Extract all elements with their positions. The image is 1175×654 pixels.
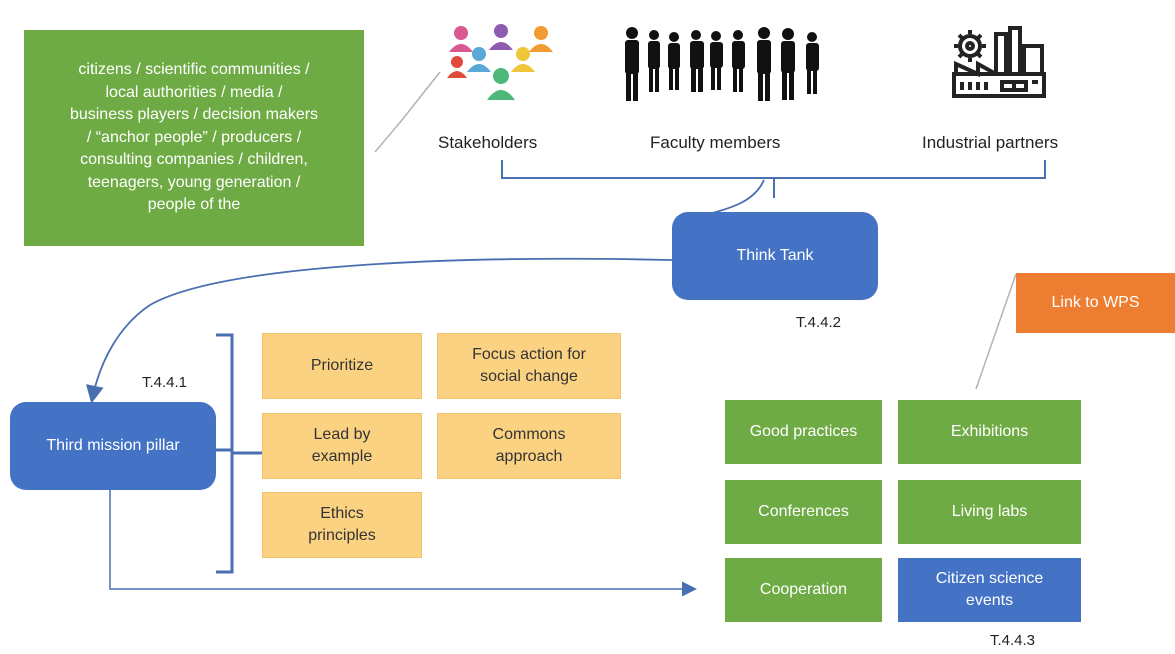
activities-code: T.4.4.3 <box>990 632 1036 649</box>
pillar-code: T.4.4.1 <box>142 374 188 391</box>
stakeholders-label: Stakeholders <box>438 133 538 152</box>
commons-approach-box: Commons approach <box>437 413 621 479</box>
cooperation-label: Cooperation <box>759 581 848 598</box>
conferences-box: Conferences <box>725 480 882 544</box>
living-labs-label: Living labs <box>951 503 1028 520</box>
faculty-label: Faculty members <box>650 133 781 152</box>
exhibitions-label: Exhibitions <box>950 423 1029 440</box>
ethics-principles-line: Ethics <box>320 505 364 522</box>
commons-approach-line: Commons <box>492 426 566 443</box>
lead-by-example-box: Lead by example <box>262 413 422 479</box>
third-mission-pillar-box: Third mission pillar <box>10 402 216 490</box>
cooperation-box: Cooperation <box>725 558 882 622</box>
audience-line: / “anchor people” / producers / <box>86 128 302 146</box>
conferences-label: Conferences <box>758 503 849 520</box>
focus-action-box: Focus action for social change <box>437 333 621 399</box>
citizen-science-box: Citizen science events <box>898 558 1081 622</box>
focus-action-line: social change <box>480 368 578 385</box>
focus-action-line: Focus action for <box>472 346 586 363</box>
audience-line: local authorities / media / <box>105 83 283 101</box>
exhibitions-box: Exhibitions <box>898 400 1081 464</box>
industrial-label: Industrial partners <box>922 133 1059 152</box>
citizen-science-line: Citizen science <box>935 570 1044 587</box>
ethics-principles-line: principles <box>308 527 376 544</box>
wps-leader-line <box>975 273 1017 390</box>
living-labs-box: Living labs <box>898 480 1081 544</box>
link-to-wps-label: Link to WPS <box>1051 294 1140 311</box>
bracket-to-thinktank <box>699 179 765 217</box>
third-mission-pillar-label: Third mission pillar <box>46 437 180 454</box>
audience-line: business players / decision makers <box>69 106 319 124</box>
link-to-wps-box: Link to WPS <box>1016 273 1175 333</box>
business-people-icon <box>625 27 819 101</box>
people-group-icon <box>447 24 553 100</box>
ethics-principles-box: Ethics principles <box>262 492 422 558</box>
lead-by-example-line: Lead by <box>313 426 371 443</box>
think-tank-box: Think Tank <box>672 212 878 300</box>
audience-line: people of the <box>147 196 241 214</box>
partners-bracket <box>501 160 1046 179</box>
commons-approach-line: approach <box>495 448 563 465</box>
citizen-science-line: events <box>965 592 1014 609</box>
audience-line: citizens / scientific communities / <box>78 61 310 79</box>
principles-bracket <box>216 333 234 574</box>
audience-box: citizens / scientific communities / loca… <box>24 30 364 246</box>
prioritize-label: Prioritize <box>310 357 374 374</box>
think-tank-code: T.4.4.2 <box>796 314 842 331</box>
good-practices-box: Good practices <box>725 400 882 464</box>
prioritize-box: Prioritize <box>262 333 422 399</box>
good-practices-label: Good practices <box>749 423 858 440</box>
factory-icon <box>952 26 1046 98</box>
audience-line: teenagers, young generation / <box>87 173 301 191</box>
thinktank-to-pillar-arrow <box>86 257 673 404</box>
pillar-to-activities-arrow <box>109 490 697 597</box>
audience-leader-line <box>374 71 441 153</box>
think-tank-label: Think Tank <box>736 247 814 264</box>
audience-line: consulting companies / children, <box>80 151 308 169</box>
lead-by-example-line: example <box>311 448 373 465</box>
